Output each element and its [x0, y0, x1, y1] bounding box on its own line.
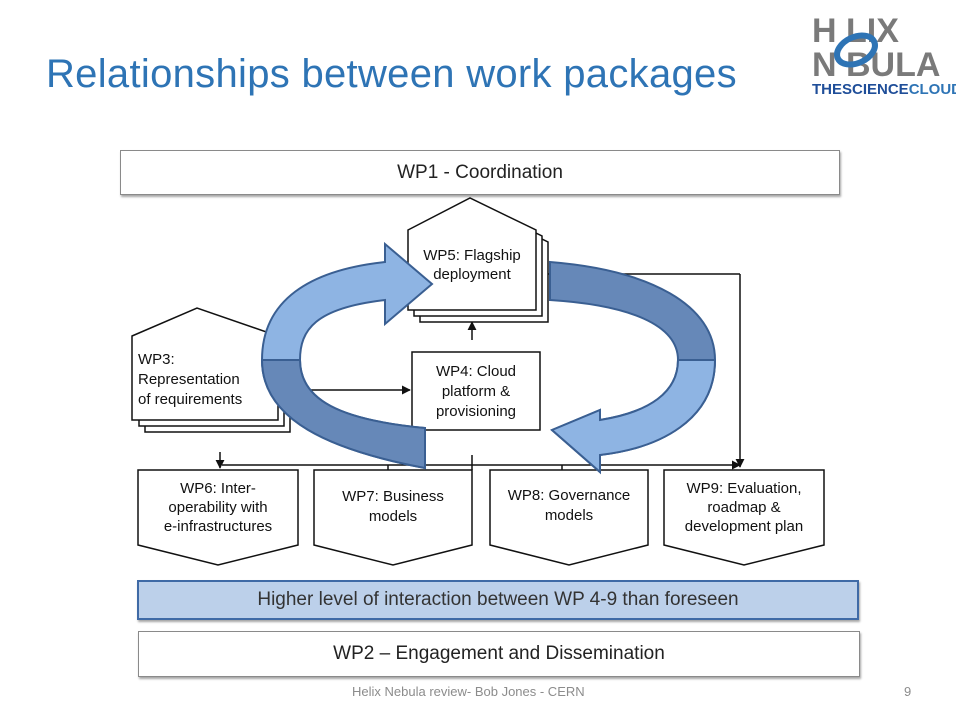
wp7-label-line1: WP7: Business: [342, 488, 444, 505]
wp1-coordination-bar: WP1 - Coordination: [120, 150, 840, 195]
logo-tagline: THESCIENCECLOUD: [812, 81, 956, 98]
wp3-label-line3: of requirements: [138, 391, 242, 408]
wp5-label-line2: deployment: [433, 266, 511, 283]
wp4-label-line3: provisioning: [436, 403, 516, 420]
page-number: 9: [904, 684, 912, 699]
wp6-label-line3: e-infrastructures: [164, 518, 272, 535]
wp6-label-line1: WP6: Inter-: [180, 480, 256, 497]
wp9-label-line3: development plan: [685, 518, 803, 535]
wp9-label-line2: roadmap &: [707, 499, 780, 516]
wp3-node: WP3: Representation of requirements: [131, 307, 291, 433]
logo-line1: H LIX: [812, 12, 899, 50]
slide-title: Relationships between work packages: [46, 52, 737, 96]
slide-footer: Helix Nebula review- Bob Jones - CERN: [352, 684, 585, 699]
right-cycle-arrow-head: [550, 359, 717, 475]
wp4-node: WP4: Cloud platform & provisioning: [411, 351, 541, 431]
wp6-node: WP6: Inter- operability with e-infrastru…: [137, 469, 299, 566]
wp8-label-line1: WP8: Governance: [508, 487, 631, 504]
helix-nebula-logo: H LIX N BULA THESCIENCECLOUD: [812, 12, 956, 98]
logo-line2: N BULA: [812, 46, 940, 84]
wp7-node: WP7: Business models: [313, 469, 473, 566]
wp4-label-line2: platform &: [442, 383, 510, 400]
wp9-node: WP9: Evaluation, roadmap & development p…: [663, 469, 825, 566]
interaction-cycle-arrows: [260, 241, 717, 475]
wp7-label-line2: models: [369, 508, 417, 525]
wp3-label-line1: WP3:: [138, 351, 175, 368]
wp8-label-line2: models: [545, 507, 593, 524]
wp5-label-line1: WP5: Flagship: [423, 247, 521, 264]
wp4-label-line1: WP4: Cloud: [436, 363, 516, 380]
left-cycle-arrow-shade: [260, 359, 426, 470]
wp6-label-line2: operability with: [168, 499, 267, 516]
wp3-label-line2: Representation: [138, 371, 240, 388]
wp2-engagement-bar: WP2 – Engagement and Dissemination: [138, 631, 860, 677]
wp5-node: WP5: Flagship deployment: [407, 197, 549, 323]
wp8-node: WP8: Governance models: [489, 469, 649, 566]
wp9-label-line1: WP9: Evaluation,: [686, 480, 801, 497]
logo-swirl-icon: [834, 32, 878, 68]
interaction-highlight-bar: Higher level of interaction between WP 4…: [137, 580, 859, 620]
